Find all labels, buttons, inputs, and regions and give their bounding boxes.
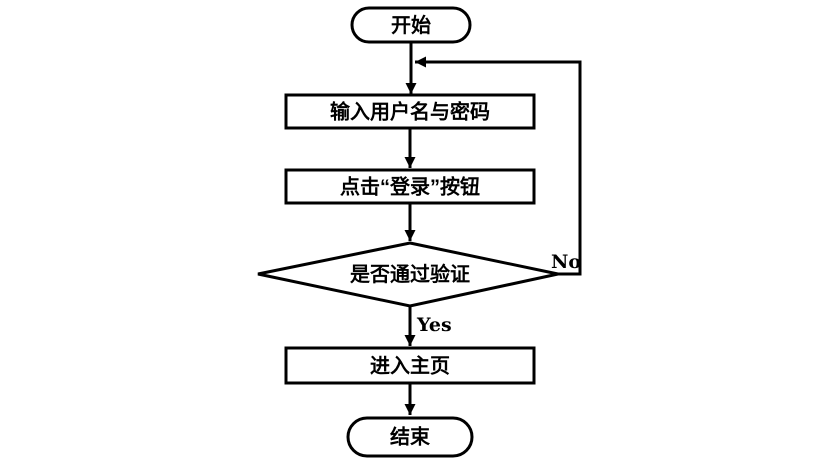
start-label: 开始 bbox=[391, 13, 431, 37]
node-input-credentials: 输入用户名与密码 bbox=[284, 93, 536, 130]
node-verify-decision: 是否通过验证 bbox=[257, 241, 559, 308]
process-shape bbox=[284, 93, 536, 130]
process-shape bbox=[284, 346, 536, 385]
edge-decision-no-loopback bbox=[415, 56, 582, 276]
terminator-shape bbox=[350, 6, 472, 44]
end-label: 结束 bbox=[390, 425, 431, 449]
node-start: 开始 bbox=[350, 6, 472, 44]
process-shape bbox=[284, 168, 536, 205]
decision-shape bbox=[257, 241, 559, 308]
enter-home-label: 进入主页 bbox=[370, 354, 450, 378]
click-login-label: 点击“登录”按钮 bbox=[340, 175, 480, 199]
node-enter-home: 进入主页 bbox=[284, 346, 536, 385]
no-branch-label: No bbox=[551, 251, 581, 273]
terminator-shape bbox=[346, 416, 474, 458]
edges bbox=[404, 42, 582, 415]
verify-label: 是否通过验证 bbox=[349, 262, 470, 286]
node-click-login: 点击“登录”按钮 bbox=[284, 168, 536, 205]
yes-branch-label: Yes bbox=[416, 314, 452, 336]
input-credentials-label: 输入用户名与密码 bbox=[330, 100, 490, 124]
node-end: 结束 bbox=[346, 416, 474, 458]
